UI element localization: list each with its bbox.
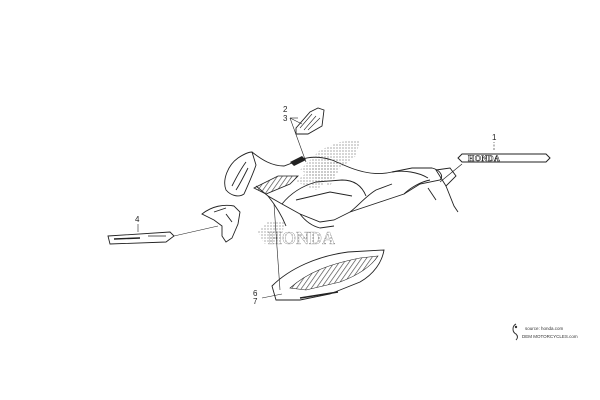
emblem-honda-text: HONDA xyxy=(468,154,500,163)
callout-4: 4 xyxy=(135,215,140,224)
motorcycle-body-outline xyxy=(224,151,459,229)
callout-1: 1 xyxy=(492,133,497,142)
part-1-honda-emblem: HONDA xyxy=(439,142,551,183)
credit-source-text: source: honda.com xyxy=(525,326,564,331)
callout-3: 3 xyxy=(283,114,288,123)
part-6-7-lower-fairing-decal xyxy=(261,203,385,301)
callout-labels: 1 2 3 4 6 7 xyxy=(135,105,497,306)
fairing-striped-decal xyxy=(253,175,299,195)
callout-7: 7 xyxy=(253,297,258,306)
part-2-3-wing-badge xyxy=(289,107,325,163)
source-credit: source: honda.com DEM MOTORCYCLES.com xyxy=(512,323,578,341)
honda-wing-watermark: HONDA xyxy=(258,140,360,248)
part-4-side-decal xyxy=(107,224,219,245)
tank-mini-decal xyxy=(290,156,306,166)
left-side-cowl xyxy=(201,204,241,243)
callout-2: 2 xyxy=(283,105,288,114)
callout-6: 6 xyxy=(253,289,258,298)
credit-site-text: DEM MOTORCYCLES.com xyxy=(522,334,578,339)
body-honda-logo-text: HONDA xyxy=(268,228,335,248)
